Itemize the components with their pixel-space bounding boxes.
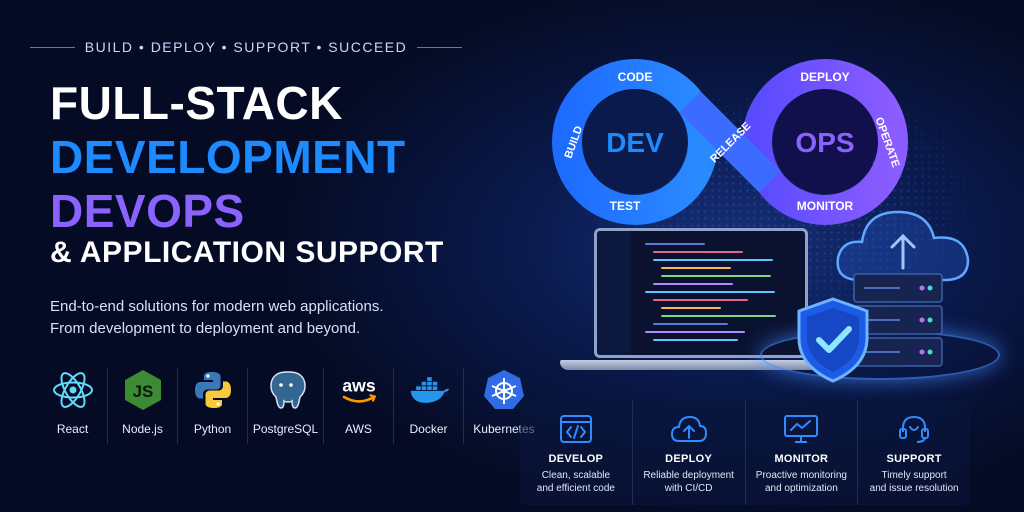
cloud-upload-icon bbox=[670, 412, 708, 446]
description-line-1: End-to-end solutions for modern web appl… bbox=[50, 298, 384, 315]
editor-sidebar bbox=[597, 231, 631, 355]
title-line-3: DEVOPS bbox=[50, 185, 245, 237]
feature-desc: Timely support and issue resolution bbox=[869, 470, 959, 494]
feature-desc: Proactive monitoring and optimization bbox=[755, 470, 847, 494]
title-line-1: FULL-STACK bbox=[50, 77, 343, 129]
code-window-icon bbox=[557, 412, 595, 446]
infinity-ops-label: OPS bbox=[795, 127, 854, 158]
feature-develop: DEVELOP Clean, scalable and efficient co… bbox=[520, 400, 633, 505]
feature-title: DEVELOP bbox=[548, 453, 604, 465]
features-panel: DEVELOP Clean, scalable and efficient co… bbox=[520, 400, 970, 505]
react-icon bbox=[51, 368, 95, 412]
tech-react: React bbox=[38, 368, 108, 444]
aws-logo-text: aws bbox=[342, 376, 375, 396]
description: End-to-end solutions for modern web appl… bbox=[50, 296, 384, 340]
laptop-screen bbox=[594, 228, 808, 358]
postgresql-icon bbox=[264, 368, 308, 412]
headset-icon bbox=[895, 412, 933, 446]
stage-code: CODE bbox=[618, 70, 653, 84]
tech-python: Python bbox=[178, 368, 248, 444]
tech-label: Kubernetes bbox=[473, 422, 535, 436]
feature-title: SUPPORT bbox=[886, 453, 942, 465]
tech-stack: React JS Node.js Python bbox=[38, 368, 544, 444]
feature-support: SUPPORT Timely support and issue resolut… bbox=[858, 400, 970, 505]
description-line-2: From development to deployment and beyon… bbox=[50, 320, 361, 337]
shield-check-icon bbox=[797, 297, 869, 383]
python-icon bbox=[191, 368, 235, 412]
infinity-right-ring bbox=[742, 59, 908, 225]
feature-title: MONITOR bbox=[774, 453, 829, 465]
feature-title: DEPLOY bbox=[665, 453, 713, 465]
svg-text:JS: JS bbox=[132, 382, 153, 401]
tech-label: Python bbox=[193, 422, 232, 436]
tagline: BUILD • DEPLOY • SUPPORT • SUCCEED bbox=[84, 39, 408, 55]
feature-monitor: MONITOR Proactive monitoring and optimiz… bbox=[746, 400, 859, 505]
tech-postgresql: PostgreSQL bbox=[248, 368, 324, 444]
tagline-right-line bbox=[417, 46, 463, 48]
tech-label: AWS bbox=[345, 422, 372, 436]
nodejs-icon: JS bbox=[121, 368, 165, 412]
stage-monitor: MONITOR bbox=[797, 199, 854, 213]
docker-icon bbox=[407, 368, 451, 412]
tech-label: PostgreSQL bbox=[252, 422, 319, 436]
tech-kubernetes: Kubernetes bbox=[464, 368, 544, 444]
laptop-base bbox=[560, 360, 820, 370]
kubernetes-icon bbox=[482, 368, 526, 412]
devops-infinity-loop: DEV OPS CODE BUILD TEST RELEASE DEPLOY O… bbox=[552, 59, 908, 225]
title-line-2: DEVELOPMENT bbox=[50, 131, 406, 183]
aws-icon: aws bbox=[337, 368, 381, 412]
tech-label: React bbox=[56, 422, 89, 436]
tech-aws: aws AWS bbox=[324, 368, 394, 444]
tagline-row: BUILD • DEPLOY • SUPPORT • SUCCEED bbox=[30, 37, 463, 57]
stage-deploy: DEPLOY bbox=[800, 70, 849, 84]
tech-label: Docker bbox=[409, 422, 448, 436]
tech-label: Node.js bbox=[122, 422, 163, 436]
tech-nodejs: JS Node.js bbox=[108, 368, 178, 444]
cloud-upload-icon bbox=[836, 210, 970, 282]
tagline-left-line bbox=[30, 46, 75, 48]
infinity-cross-band bbox=[679, 91, 781, 193]
stage-test: TEST bbox=[610, 199, 641, 213]
feature-desc: Clean, scalable and efficient code bbox=[536, 470, 615, 494]
title-line-4: & APPLICATION SUPPORT bbox=[50, 236, 444, 269]
tech-docker: Docker bbox=[394, 368, 464, 444]
laptop-illustration bbox=[560, 228, 820, 388]
feature-deploy: DEPLOY Reliable deployment with CI/CD bbox=[633, 400, 746, 505]
infinity-dev-label: DEV bbox=[606, 127, 664, 158]
feature-desc: Reliable deployment with CI/CD bbox=[643, 470, 734, 494]
server-rack-icon bbox=[853, 273, 943, 367]
infinity-left-ring bbox=[552, 59, 718, 225]
monitor-chart-icon bbox=[782, 412, 820, 446]
